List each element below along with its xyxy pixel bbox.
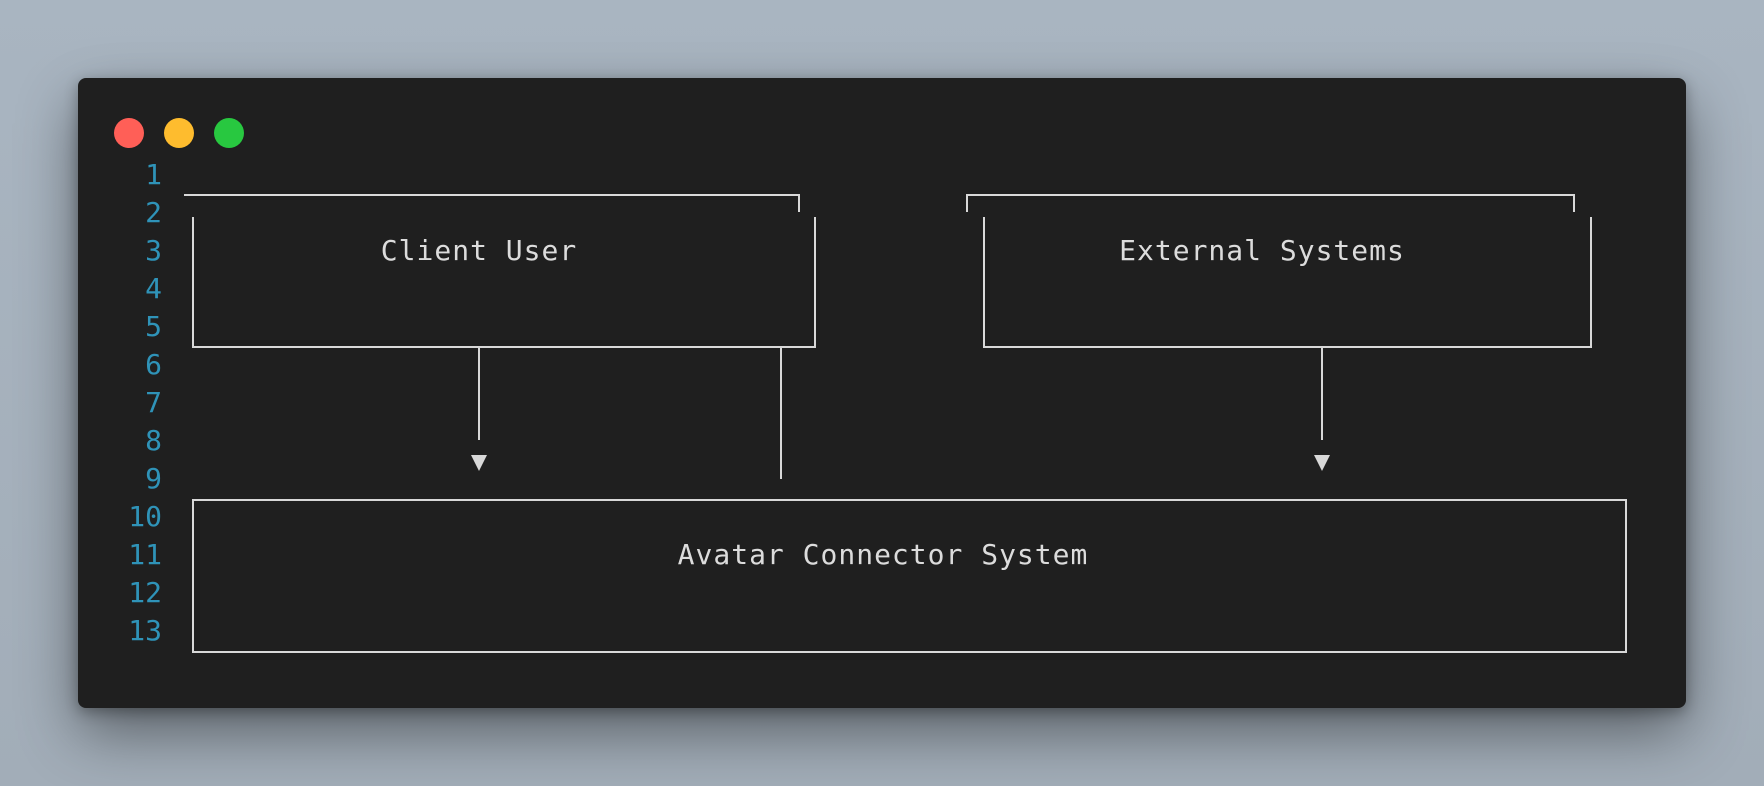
code-window: 1 2 3 4 5 6 7 8 9 10 11 12 13 <box>78 78 1686 708</box>
minimize-window-button[interactable] <box>164 118 194 148</box>
line-number: 7 <box>145 386 162 419</box>
line-number: 9 <box>145 462 162 495</box>
line-number: 2 <box>145 196 162 229</box>
avatar-connector-box <box>192 499 1627 653</box>
external-systems-label: External Systems <box>1119 234 1405 267</box>
close-window-button[interactable] <box>114 118 144 148</box>
external-systems-box <box>966 194 1592 348</box>
ascii-diagram <box>184 194 1627 653</box>
line-number: 4 <box>145 272 162 305</box>
maximize-window-button[interactable] <box>214 118 244 148</box>
arrow-down-icon <box>471 455 487 471</box>
line-number: 5 <box>145 310 162 343</box>
arrow-down-icon <box>1314 455 1330 471</box>
avatar-connector-label: Avatar Connector System <box>677 538 1089 571</box>
client-user-box <box>184 194 816 348</box>
line-number: 11 <box>128 538 162 571</box>
line-number: 6 <box>145 348 162 381</box>
line-number: 12 <box>128 576 162 609</box>
line-number: 10 <box>128 500 162 533</box>
line-number: 1 <box>145 158 162 191</box>
line-number: 13 <box>128 614 162 647</box>
line-number: 8 <box>145 424 162 457</box>
client-user-label: Client User <box>380 234 578 267</box>
line-number: 3 <box>145 234 162 267</box>
